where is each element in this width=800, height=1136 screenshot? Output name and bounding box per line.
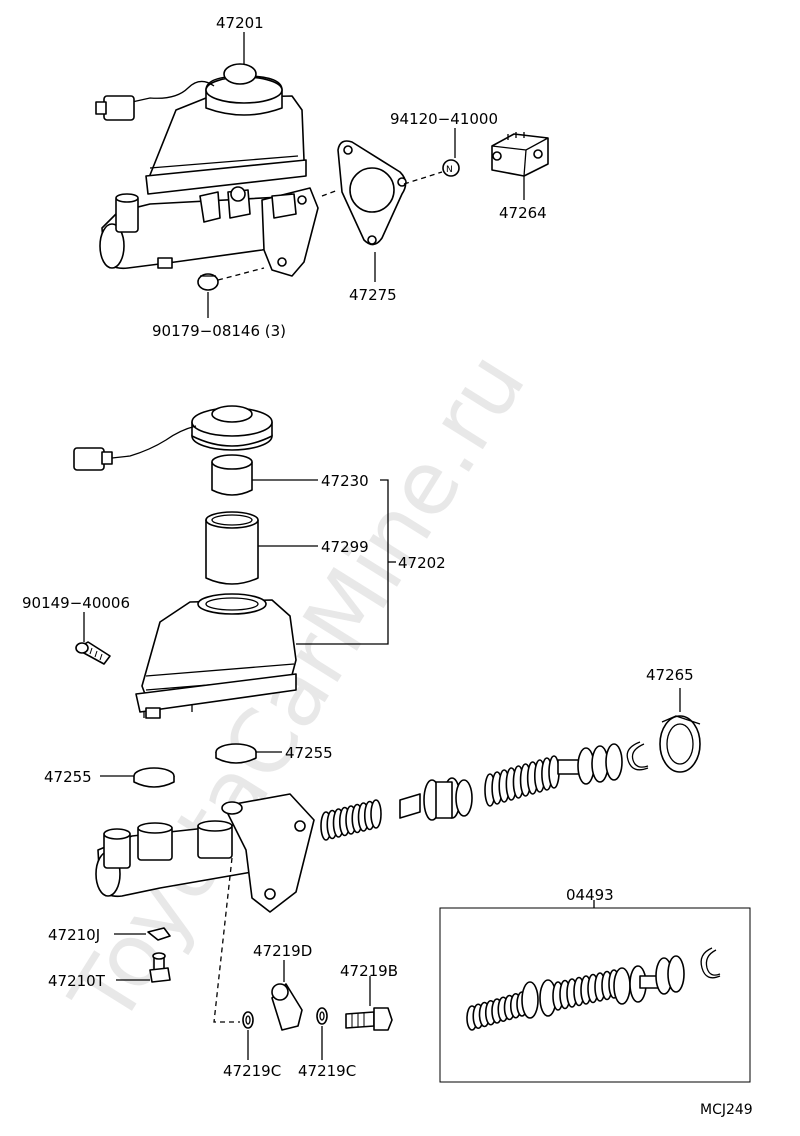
label-94120-41000: 94120−41000 xyxy=(390,110,498,128)
piston-secondary-part[interactable] xyxy=(399,777,473,821)
plug-j-part[interactable] xyxy=(147,927,171,941)
nut-part[interactable] xyxy=(442,159,460,177)
union-bolt-d-part[interactable] xyxy=(271,983,303,1031)
label-90179-08146: 90179−08146 (3) xyxy=(152,322,286,340)
piston-primary-part[interactable] xyxy=(557,743,623,785)
label-47219c-right: 47219C xyxy=(298,1062,356,1080)
reservoir-body-part[interactable] xyxy=(135,593,297,719)
label-47219b: 47219B xyxy=(340,962,398,980)
label-47219d: 47219D xyxy=(253,942,312,960)
boot-part[interactable] xyxy=(659,715,701,773)
label-47264: 47264 xyxy=(499,204,547,222)
union-block-part[interactable] xyxy=(491,132,549,177)
master-cylinder-assembly[interactable] xyxy=(95,63,319,277)
washer-c1-part[interactable] xyxy=(242,1011,254,1029)
screw-part[interactable] xyxy=(75,641,111,665)
diagram-code: MCJ249 xyxy=(700,1102,753,1118)
label-47275: 47275 xyxy=(349,286,397,304)
cylinder-body-part[interactable] xyxy=(95,793,315,913)
label-47210j: 47210J xyxy=(48,926,100,944)
label-47255-right: 47255 xyxy=(285,744,333,762)
repair-kit-box xyxy=(439,907,751,1083)
label-47201: 47201 xyxy=(216,14,264,32)
label-47299: 47299 xyxy=(321,538,369,556)
reservoir-cap[interactable] xyxy=(73,405,273,471)
snap-ring-part[interactable] xyxy=(626,741,649,771)
label-47230: 47230 xyxy=(321,472,369,490)
flange-nut-part[interactable] xyxy=(197,273,219,291)
watermark-text: ToyotaCarMine.ru xyxy=(50,335,545,1042)
svg-text:N: N xyxy=(446,165,453,175)
bleeder-t-part[interactable] xyxy=(149,952,171,983)
grommet-right-part[interactable] xyxy=(215,743,257,764)
label-47219c-left: 47219C xyxy=(223,1062,281,1080)
label-90149-40006: 90149−40006 xyxy=(22,594,130,612)
label-47202: 47202 xyxy=(398,554,446,572)
grommet-left-part[interactable] xyxy=(133,767,175,788)
spring-secondary-part[interactable] xyxy=(320,799,382,841)
label-47255-left: 47255 xyxy=(44,768,92,786)
reservoir-strainer-part[interactable] xyxy=(205,511,259,585)
reservoir-float-part[interactable] xyxy=(211,454,253,496)
bolt-b-part[interactable] xyxy=(345,1007,393,1031)
repair-kit-parts[interactable] xyxy=(466,947,721,1031)
label-47210t: 47210T xyxy=(48,972,106,990)
washer-c2-part[interactable] xyxy=(316,1007,328,1025)
label-04493: 04493 xyxy=(566,886,614,904)
label-47265: 47265 xyxy=(646,666,694,684)
spring-primary-part[interactable] xyxy=(484,755,560,807)
